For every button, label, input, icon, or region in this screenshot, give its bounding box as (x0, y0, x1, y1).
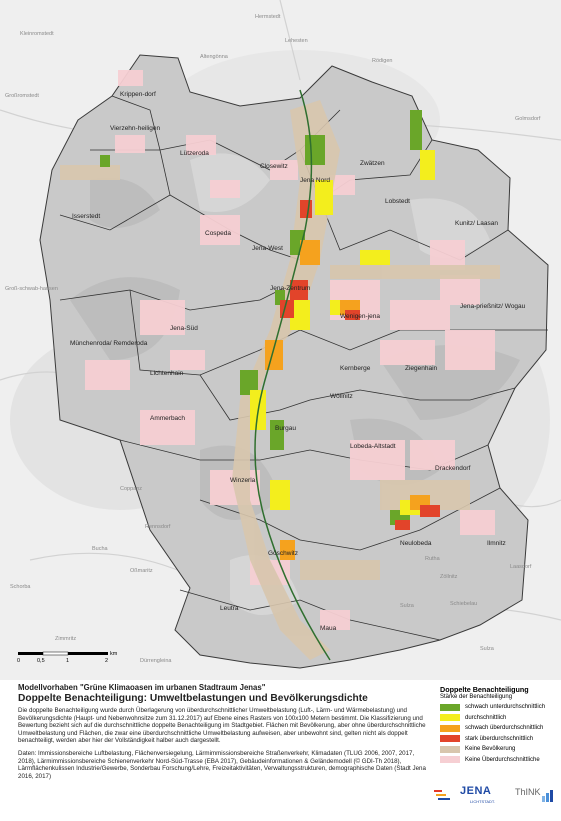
label-vierzehnheiligen: Vierzehn-heiligen (110, 125, 160, 132)
scale-tick-0: 0 (17, 658, 20, 664)
outer-label-schorba: Schorba (10, 584, 31, 590)
map-description: Die doppelte Benachteiligung wurde durch… (18, 707, 426, 745)
jena-logo-subtitle: LICHTSTADT. (470, 799, 496, 804)
outer-label-zimmritz: Zimmritz (55, 636, 76, 642)
legend-item: durchschnittlich (440, 713, 561, 724)
outer-label-lehesten: Lehesten (285, 38, 308, 44)
outer-label-schiebelau: Schiebelau (450, 601, 477, 607)
label-ilmnitz: Ilmnitz (487, 540, 506, 547)
outer-label-grossschwabhausen: Groß-schwab-hausen (5, 286, 58, 292)
label-burgau: Burgau (275, 425, 296, 432)
logo-area: JENA LICHTSTADT. ThINK (430, 782, 561, 812)
label-zwaetzen: Zwätzen (360, 160, 385, 167)
data-sources: Daten: Immissionsbereiche Luftbelastung,… (18, 749, 426, 780)
label-leutra: Leutra (220, 605, 239, 612)
legend-subtitle: Stärke der Benachteiligung (440, 694, 513, 700)
label-winzerla: Winzerla (230, 477, 256, 484)
label-jena-west: Jena-West (252, 245, 283, 252)
label-ziegenhain: Ziegenhain (405, 365, 438, 372)
label-maua: Maua (320, 625, 337, 632)
label-jena-nord: Jena Nord (300, 177, 330, 184)
legend-item: stark überdurchschnittlich (440, 734, 561, 745)
project-title: Modellvorhaben "Grüne Klimaoasen im urba… (18, 683, 266, 692)
label-goeschwitz: Göschwitz (268, 550, 298, 557)
legend-swatch (440, 724, 460, 732)
scale-tick-3: 2 (105, 658, 108, 664)
label-closewitz: Closewitz (260, 163, 288, 170)
scale-tick-2: 1 (66, 658, 69, 664)
jena-logo-icon (434, 790, 450, 800)
outer-label-zoellnitz: Zöllnitz (440, 574, 458, 580)
legend-label: schwach unterdurchschnittlich (465, 704, 546, 711)
legend-label: Keine Überdurchschnittliche (465, 756, 540, 763)
outer-label-golmsdorf: Golmsdorf (515, 116, 541, 122)
label-cospeda: Cospeda (205, 230, 231, 237)
think-logo-text: ThINK (515, 787, 541, 797)
legend-item: schwach überdurchschnittlich (440, 723, 561, 734)
outer-label-duerrengleina: Dürrengleina (140, 658, 172, 664)
legend-label: schwach überdurchschnittlich (465, 725, 544, 732)
legend-swatch (440, 735, 460, 743)
legend-swatch (440, 703, 460, 711)
label-lichtenhain: Lichtenhain (150, 370, 184, 377)
outer-label-kleinromstedt: Kleinromstedt (20, 31, 54, 37)
legend-item: Keine Überdurchschnittliche (440, 755, 561, 766)
outer-label-rennsdorf: Rennsdorf (145, 524, 171, 530)
outer-label-ossmaritz: Oßmaritz (130, 568, 153, 574)
outer-label-sulza-2: Sulza (480, 646, 495, 652)
scale-unit: km (110, 651, 118, 657)
jena-logo-text: JENA (460, 785, 492, 797)
label-jena-zentrum: Jena-Zentrum (270, 285, 310, 292)
label-lobstedt: Lobstedt (385, 198, 410, 205)
outer-label-grossromstedt: Großromstedt (5, 93, 39, 99)
label-drackendorf: Drackendorf (435, 465, 471, 472)
outer-label-rutha: Rutha (425, 556, 441, 562)
label-isserstedt: Isserstedt (72, 213, 100, 220)
outer-label-altengoenna: Altengönna (200, 54, 229, 60)
label-ammerbach: Ammerbach (150, 415, 185, 422)
outer-label-hermstedt: Hermstedt (255, 14, 281, 20)
city-map: Krippen-dorf Vierzehn-heiligen Lützeroda… (0, 0, 561, 680)
outer-label-laasdorf: Laasdorf (510, 564, 532, 570)
label-kernberge: Kernberge (340, 365, 371, 372)
outer-label-roedigen: Rödigen (372, 58, 393, 64)
legend-item: schwach unterdurchschnittlich (440, 702, 561, 713)
legend-label: stark überdurchschnittlich (465, 735, 534, 742)
legend-swatch (440, 714, 460, 722)
legend-title: Doppelte Benachteiligung (440, 685, 529, 694)
outer-label-sulza: Sulza (400, 603, 415, 609)
legend-item: Keine Bevölkerung (440, 744, 561, 755)
legend-label: durchschnittlich (465, 714, 507, 721)
legend: Doppelte Benachteiligung Stärke der Bena… (440, 685, 561, 765)
label-woellnitz: Wöllnitz (330, 393, 353, 400)
label-neulobeda: Neulobeda (400, 540, 432, 547)
map-title: Doppelte Benachteiligung: Umweltbelastun… (18, 693, 368, 704)
legend-swatch (440, 745, 460, 753)
label-lobeda-altstadt: Lobeda-Altstadt (350, 443, 396, 450)
bar-logo-icon (542, 790, 553, 802)
scale-bar: 0 0,5 1 2 km (17, 651, 118, 664)
legend-swatch (440, 756, 460, 764)
label-luetzeroda: Lützeroda (180, 150, 209, 157)
label-jenapriessnitz: Jena-prießnitz/ Wogau (460, 303, 526, 310)
scale-tick-1: 0,5 (37, 658, 45, 664)
label-kunitz-laasan: Kunitz/ Laasan (455, 220, 498, 227)
label-jena-sued: Jena-Süd (170, 325, 198, 332)
label-krippendorf: Krippen-dorf (120, 91, 156, 98)
label-wenigenjena: Wenigen-jena (340, 313, 380, 320)
info-panel: Modellvorhaben "Grüne Klimaoasen im urba… (18, 683, 430, 780)
outer-label-coppanz: Coppanz (120, 486, 142, 492)
label-muenchenroda: Münchenroda/ Remderoda (70, 340, 148, 347)
legend-label: Keine Bevölkerung (465, 746, 516, 753)
outer-label-bucha: Bucha (92, 546, 109, 552)
